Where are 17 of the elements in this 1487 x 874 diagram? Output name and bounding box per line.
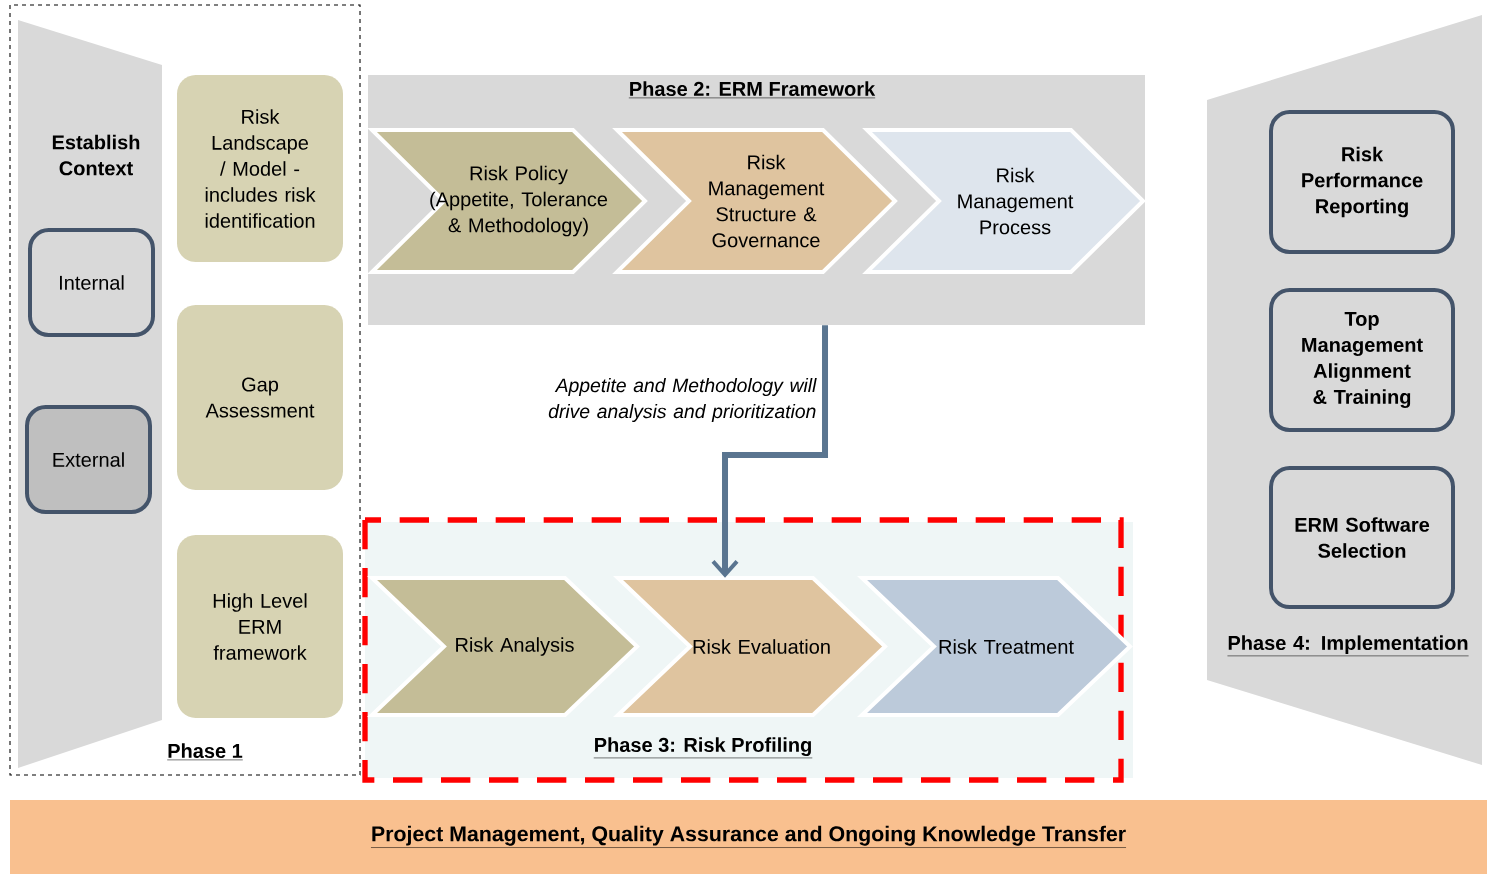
process-step: Risk Evaluation	[613, 576, 888, 717]
rounded-box: High Level ERM framework	[177, 535, 343, 718]
process-step: Risk Analysis	[367, 576, 640, 717]
process-step: Risk Treatment	[857, 576, 1133, 717]
rounded-box: Internal	[28, 228, 155, 337]
process-step: Risk Management Process	[862, 128, 1146, 274]
rounded-box: Gap Assessment	[177, 305, 343, 490]
rounded-box: External	[25, 405, 152, 514]
rounded-box: Risk Performance Reporting	[1269, 110, 1455, 254]
rounded-box: Risk Landscape / Model - includes risk identification	[177, 75, 343, 262]
rounded-box: Top Management Alignment & Training	[1269, 288, 1455, 432]
footer-band: Project Management, Quality Assurance and Ongoing Knowledge Transfer	[10, 800, 1487, 874]
process-step: Risk Management Structure & Governance	[612, 128, 898, 274]
edge-label: Appetite and Methodology will drive analysis and prioritization	[548, 378, 817, 422]
rounded-box: ERM Software Selection	[1269, 466, 1455, 609]
arrow	[711, 325, 828, 578]
process-step: Risk Policy (Appetite, Tolerance & Methodology)	[367, 128, 648, 274]
